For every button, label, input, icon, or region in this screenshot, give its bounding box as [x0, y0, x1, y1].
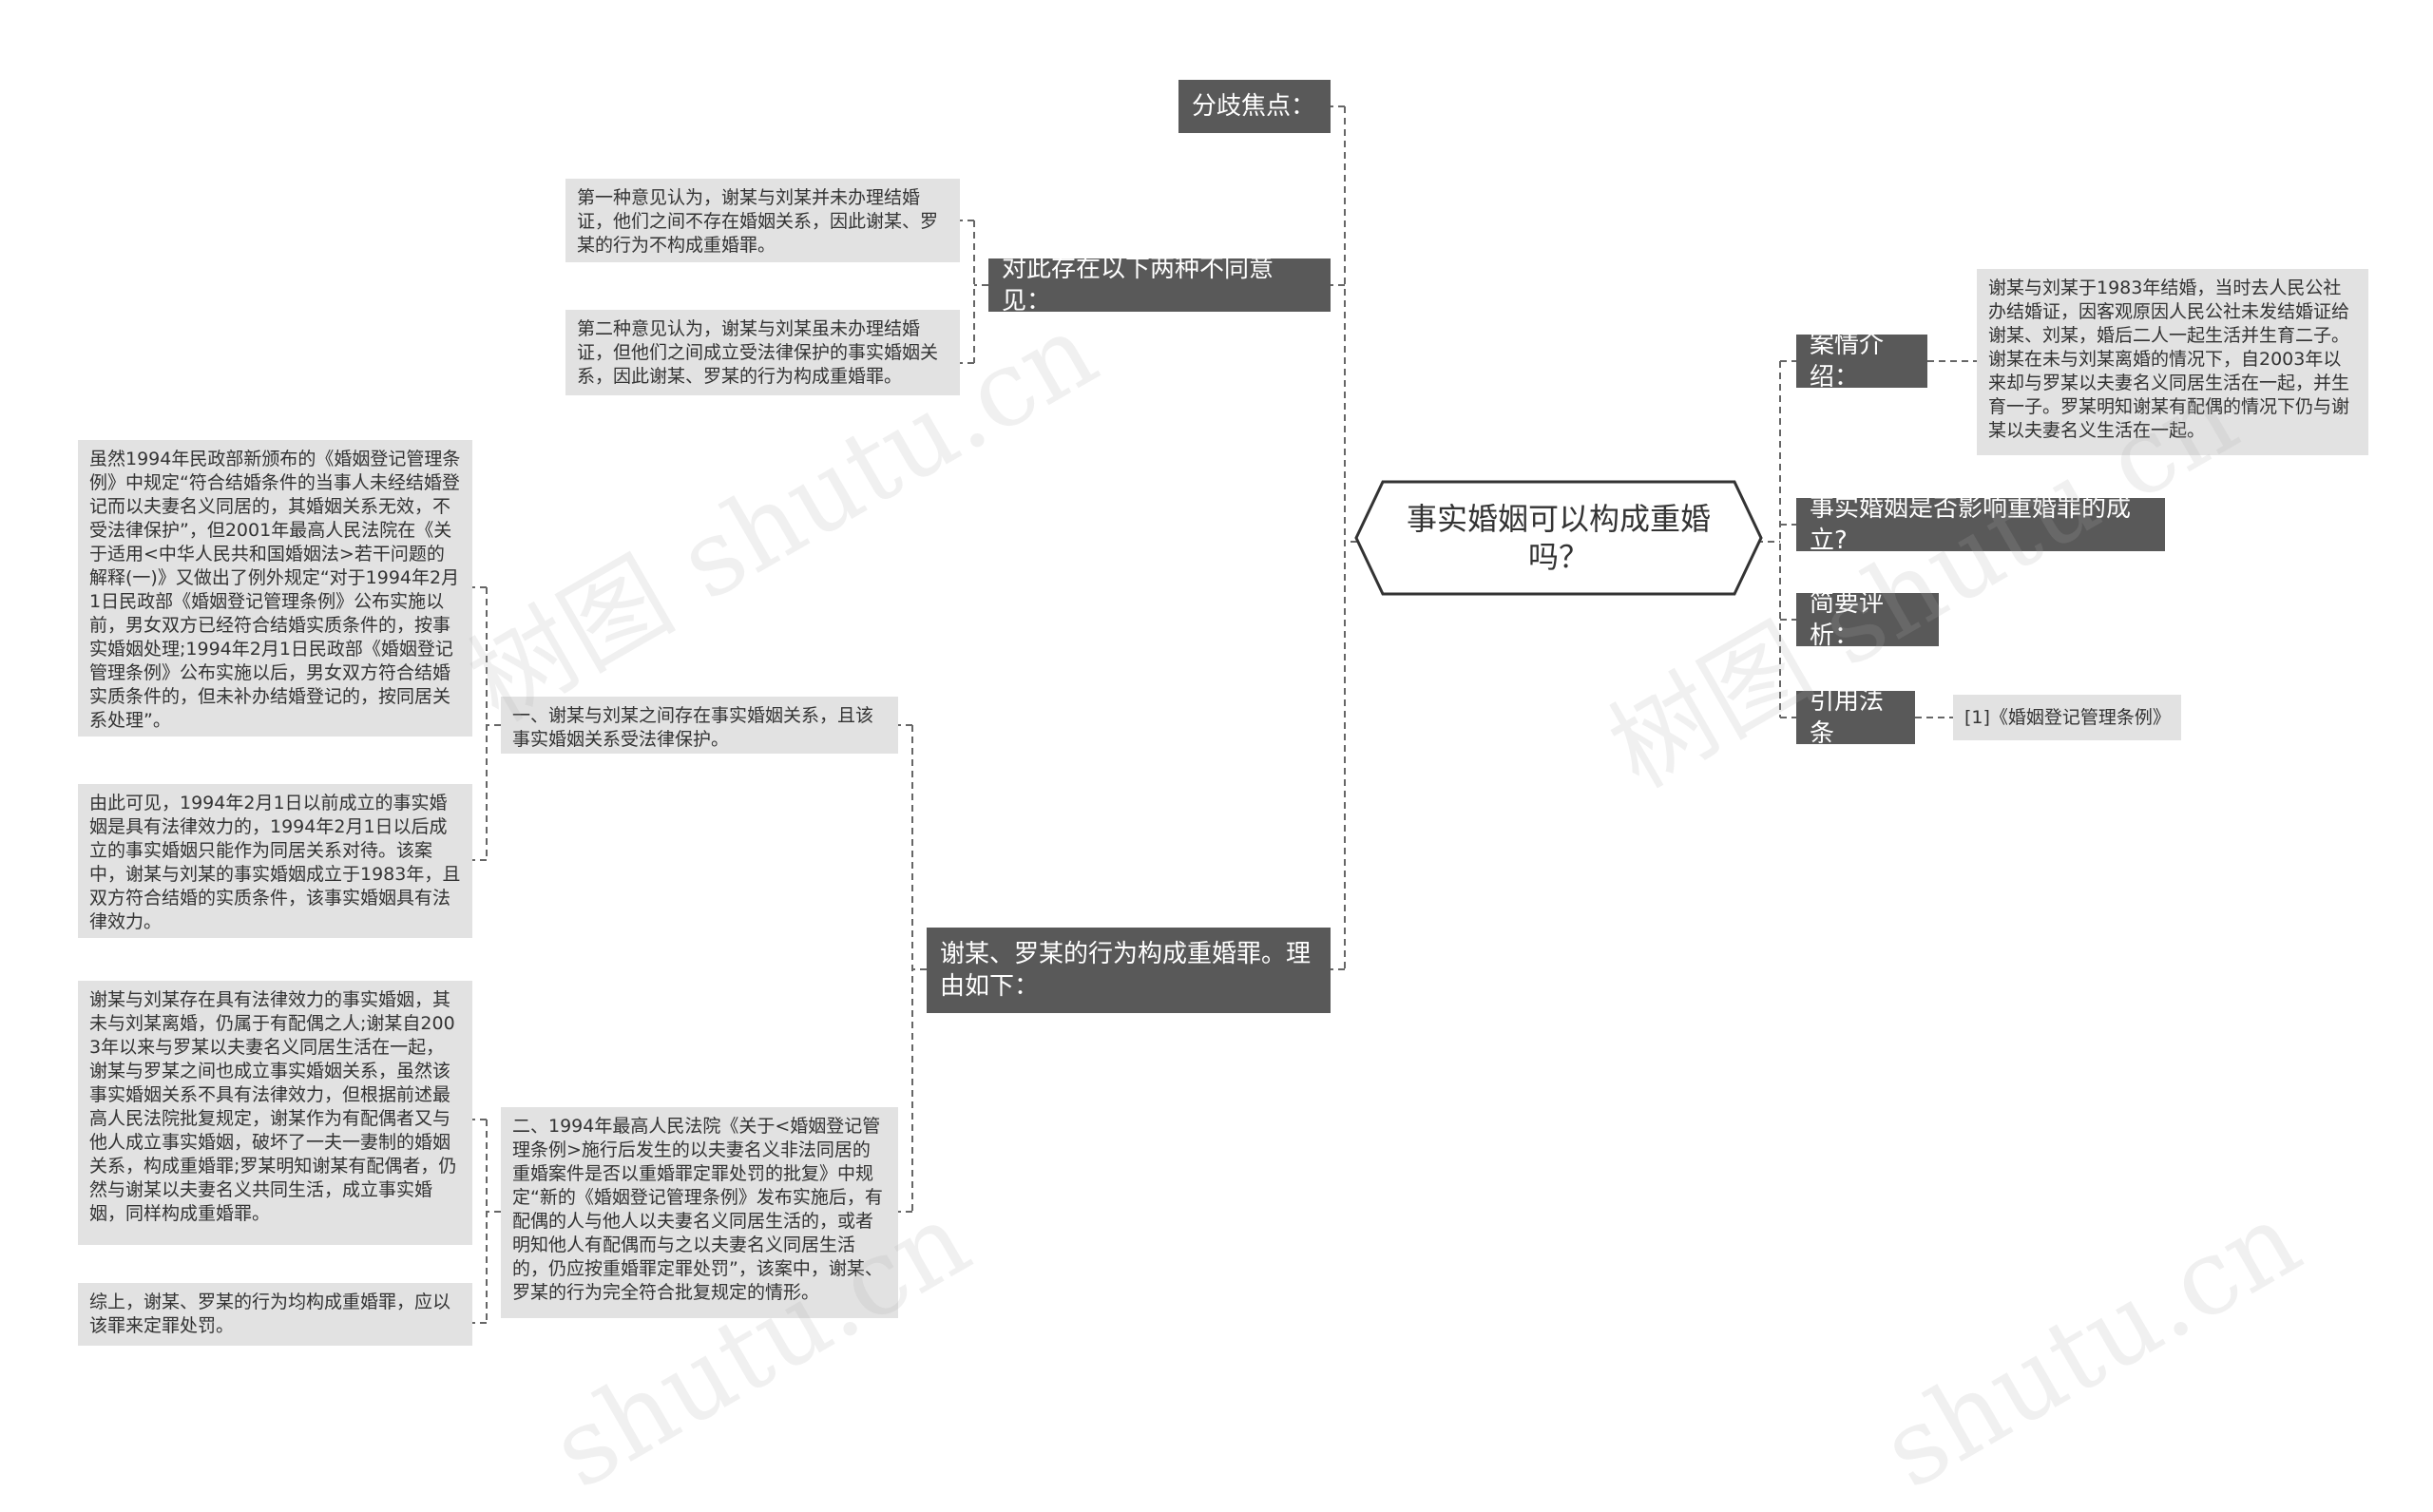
mind-map: 事实婚姻可以构成重婚吗？ 分歧焦点： 对此存在以下两种不同意见： 第一种意见认为… [78, 80, 2368, 1512]
opinion-1-node[interactable]: 第一种意见认为，谢某与刘某并未办理结婚证，他们之间不存在婚姻关系，因此谢某、罗某… [565, 179, 960, 262]
reason-node[interactable]: 谢某、罗某的行为构成重婚罪。理由如下： [927, 928, 1331, 1013]
point-2-detail-2-node[interactable]: 综上，谢某、罗某的行为均构成重婚罪，应以该罪来定罪处罚。 [78, 1283, 472, 1346]
case-intro-detail-node[interactable]: 谢某与刘某于1983年结婚，当时去人民公社办结婚证，因客观原因人民公社未发结婚证… [1977, 269, 2368, 455]
question-node[interactable]: 事实婚姻是否影响重婚罪的成立? [1796, 494, 2165, 555]
point-2-detail-1-node[interactable]: 谢某与刘某存在具有法律效力的事实婚姻，其未与刘某离婚，仍属于有配偶之人;谢某自2… [78, 981, 472, 1245]
opinions-label: 对此存在以下两种不同意见： [1002, 255, 1274, 316]
point-1-node[interactable]: 一、谢某与刘某之间存在事实婚姻关系，且该事实婚姻关系受法律保护。 [501, 697, 898, 754]
point-2-text: 二、1994年最高人民法院《关于<婚姻登记管理条例>施行后发生的以夫妻名义非法同… [512, 1116, 883, 1303]
law-label: 引用法条 [1810, 687, 1885, 748]
root-hexagon-shape [1354, 480, 1763, 596]
focus-label: 分歧焦点： [1192, 92, 1316, 121]
point-1-detail-2-text: 由此可见，1994年2月1日以前成立的事实婚姻是具有法律效力的，1994年2月1… [89, 793, 461, 932]
opinion-2-text: 第二种意见认为，谢某与刘某虽未办理结婚证，但他们之间成立受法律保护的事实婚姻关系… [577, 318, 939, 387]
opinion-2-node[interactable]: 第二种意见认为，谢某与刘某虽未办理结婚证，但他们之间成立受法律保护的事实婚姻关系… [565, 310, 960, 395]
law-detail-text: [1]《婚姻登记管理条例》 [1964, 706, 2171, 728]
law-detail-node[interactable]: [1]《婚姻登记管理条例》 [1953, 695, 2181, 740]
brief-label: 简要评析： [1810, 589, 1885, 650]
connector-lines [472, 105, 1977, 1324]
opinions-node[interactable]: 对此存在以下两种不同意见： [988, 255, 1331, 316]
question-label: 事实婚姻是否影响重婚罪的成立? [1810, 494, 2132, 555]
reason-label: 谢某、罗某的行为构成重婚罪。理由如下： [940, 940, 1312, 1001]
focus-node[interactable]: 分歧焦点： [1178, 80, 1331, 133]
root-topic[interactable]: 事实婚姻可以构成重婚吗？ [1354, 480, 1763, 596]
point-2-node[interactable]: 二、1994年最高人民法院《关于<婚姻登记管理条例>施行后发生的以夫妻名义非法同… [501, 1107, 898, 1318]
case-intro-node[interactable]: 案情介绍： [1796, 331, 1927, 392]
opinion-1-text: 第一种意见认为，谢某与刘某并未办理结婚证，他们之间不存在婚姻关系，因此谢某、罗某… [577, 187, 939, 256]
point-2-detail-1-text: 谢某与刘某存在具有法律效力的事实婚姻，其未与刘某离婚，仍属于有配偶之人;谢某自2… [89, 989, 457, 1224]
point-2-detail-2-text: 综上，谢某、罗某的行为均构成重婚罪，应以该罪来定罪处罚。 [89, 1292, 451, 1336]
root-title: 事实婚姻可以构成重婚吗？ [1406, 501, 1711, 575]
law-node[interactable]: 引用法条 [1796, 687, 1915, 748]
brief-node[interactable]: 简要评析： [1796, 589, 1939, 650]
case-intro-label: 案情介绍： [1810, 331, 1885, 392]
point-1-text: 一、谢某与刘某之间存在事实婚姻关系，且该事实婚姻关系受法律保护。 [512, 705, 874, 750]
point-1-detail-1-text: 虽然1994年民政部新颁布的《婚姻登记管理条例》中规定“符合结婚条件的当事人未经… [89, 449, 461, 731]
point-1-detail-2-node[interactable]: 由此可见，1994年2月1日以前成立的事实婚姻是具有法律效力的，1994年2月1… [78, 784, 472, 938]
point-1-detail-1-node[interactable]: 虽然1994年民政部新颁布的《婚姻登记管理条例》中规定“符合结婚条件的当事人未经… [78, 440, 472, 737]
case-intro-detail-text: 谢某与刘某于1983年结婚，当时去人民公社办结婚证，因客观原因人民公社未发结婚证… [1988, 278, 2350, 441]
